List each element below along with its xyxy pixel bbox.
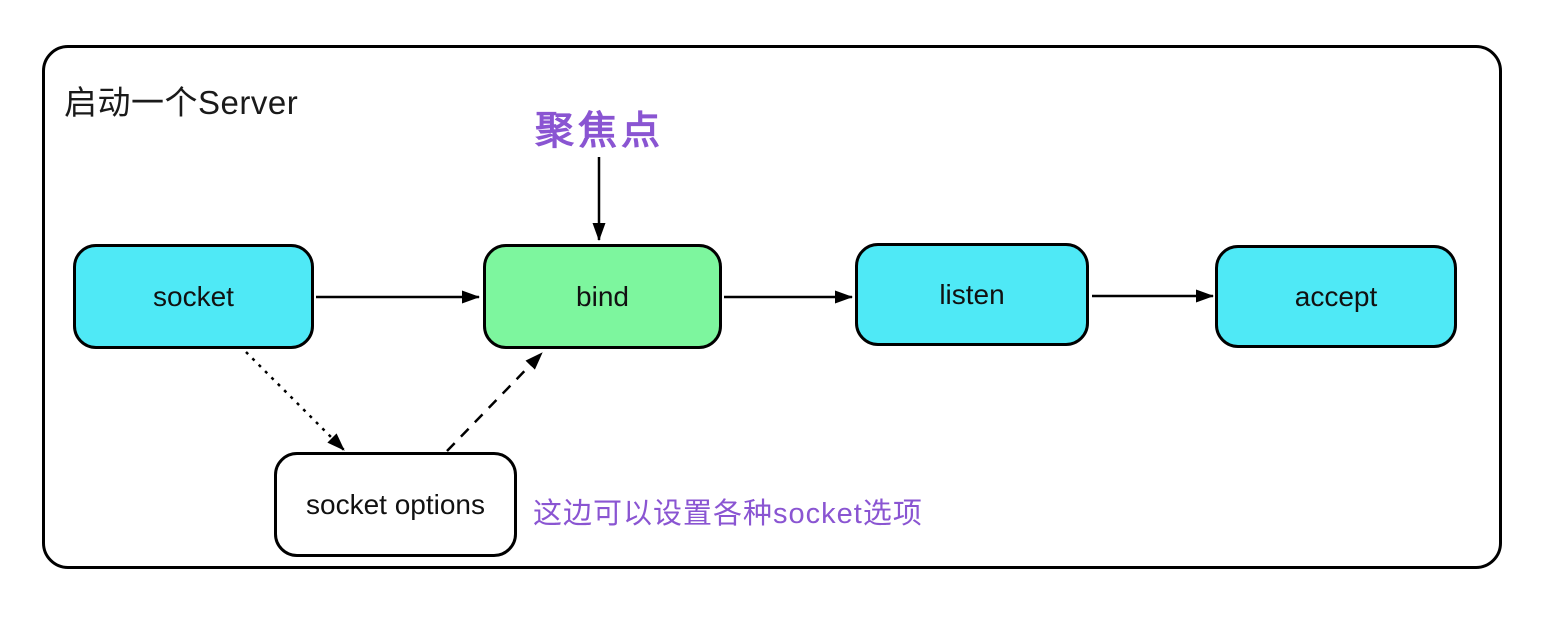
- node-accept: accept: [1215, 245, 1457, 348]
- node-socket: socket: [73, 244, 314, 349]
- node-listen: listen: [855, 243, 1089, 346]
- node-accept-label: accept: [1294, 280, 1378, 312]
- diagram-outer-frame: [42, 45, 1502, 569]
- node-socket-label: socket: [153, 280, 234, 312]
- node-socket-options: socket options: [274, 452, 517, 557]
- node-bind: bind: [483, 244, 722, 349]
- node-listen-label: listen: [939, 278, 1005, 310]
- node-bind-label: bind: [576, 280, 629, 312]
- caption-annotation-label: 这边可以设置各种socket选项: [533, 498, 923, 530]
- diagram-title: 启动一个Server: [64, 84, 299, 121]
- node-socket-options-label: socket options: [306, 488, 485, 520]
- focus-annotation-label: 聚焦点: [534, 110, 664, 153]
